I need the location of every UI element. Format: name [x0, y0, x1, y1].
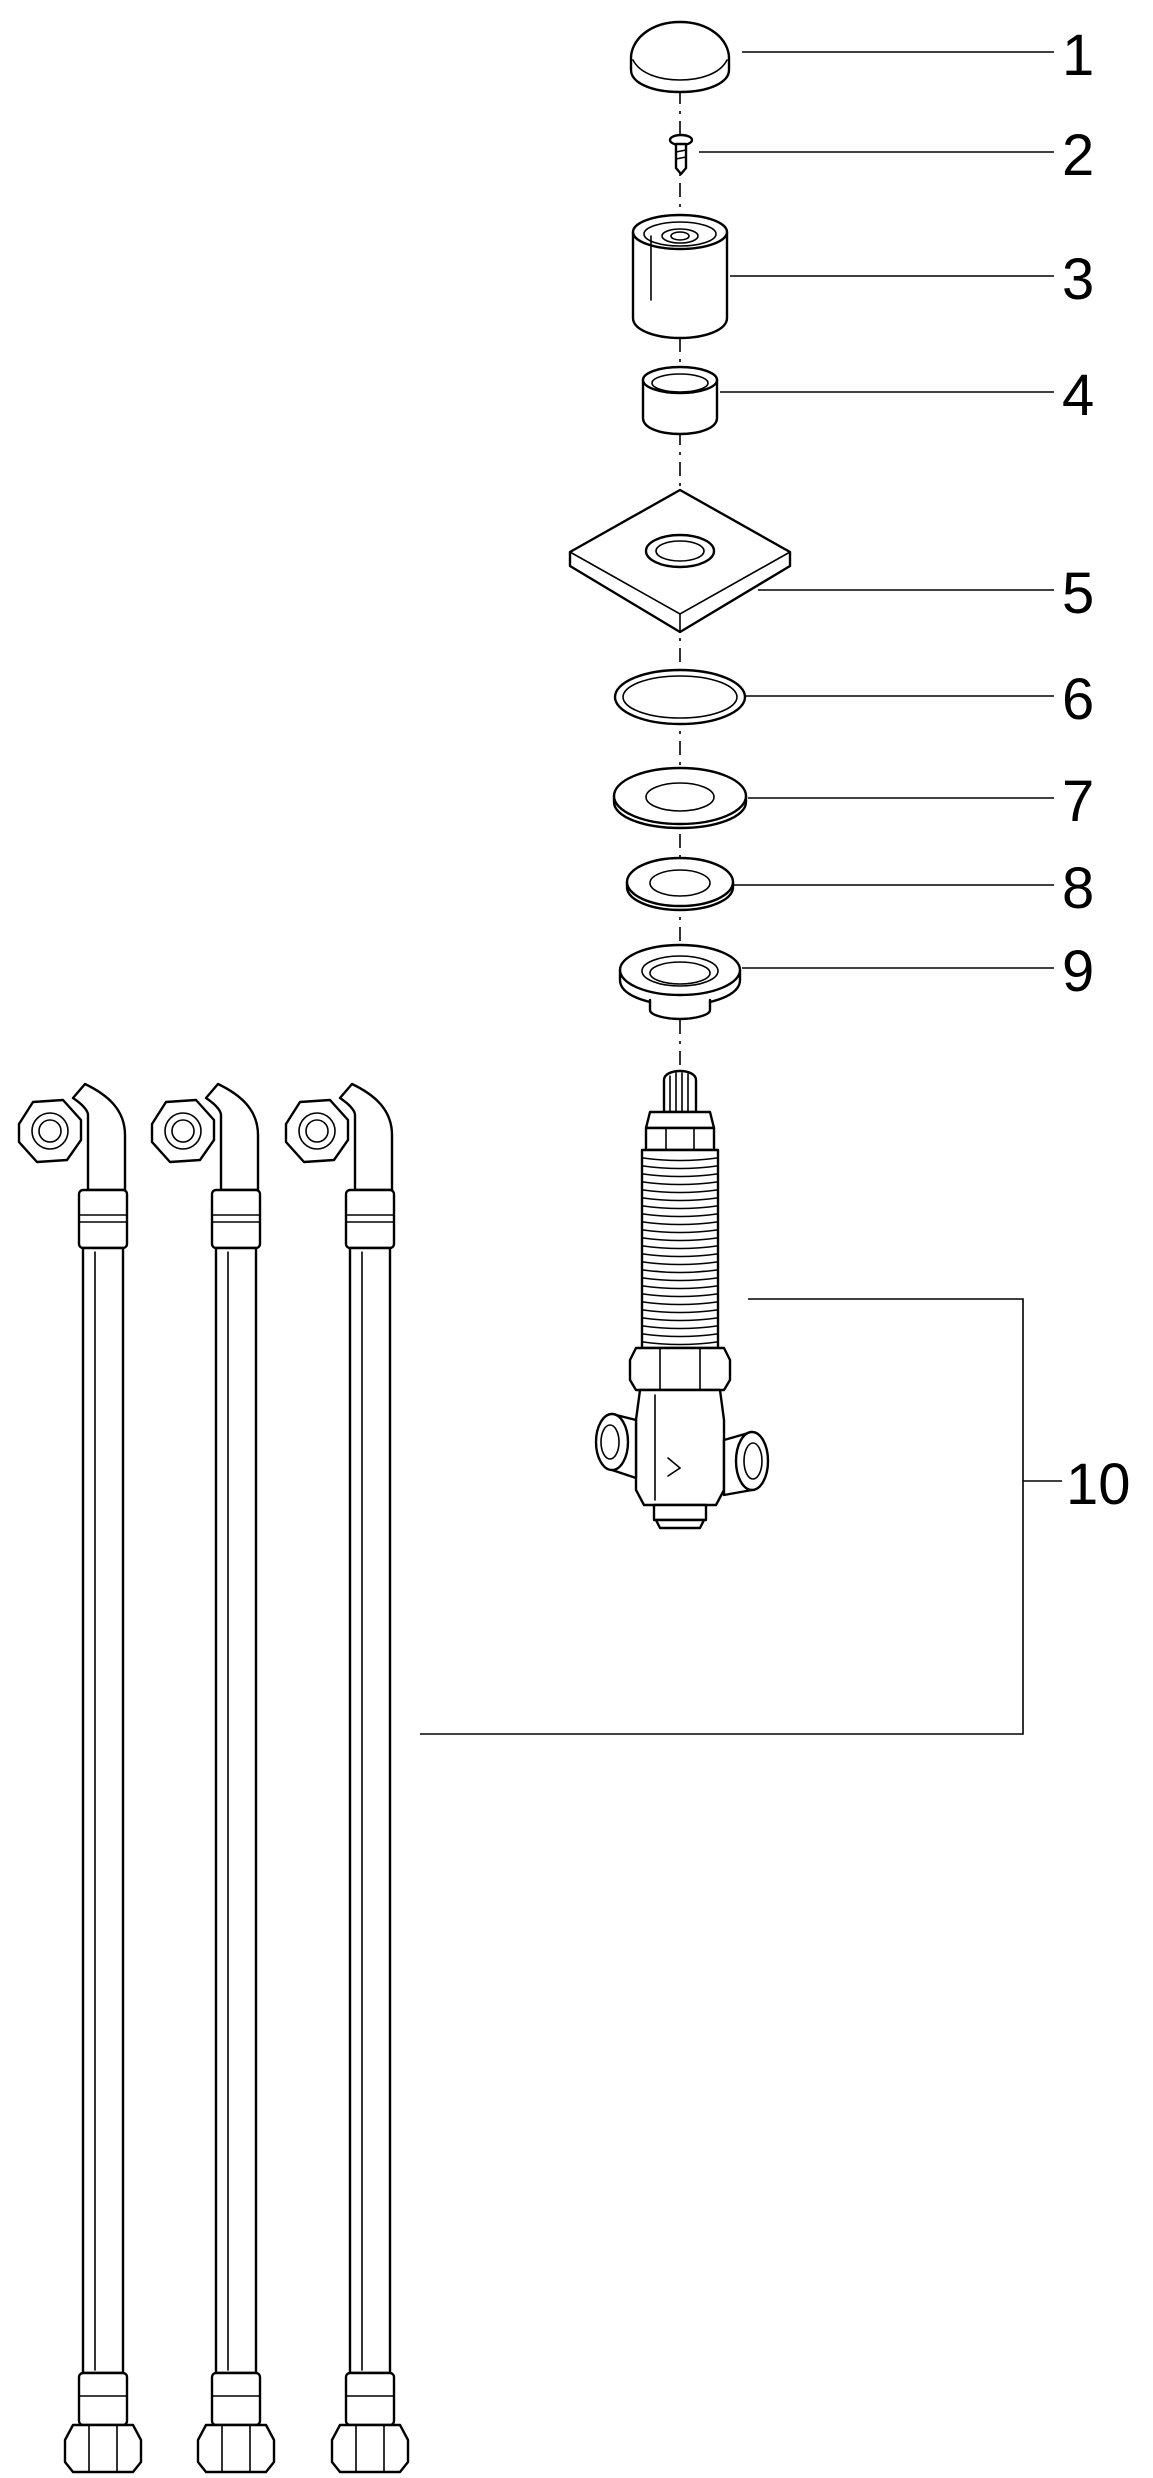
- callout-9: 9: [1062, 939, 1094, 1004]
- callout-5: 5: [1062, 561, 1094, 626]
- callout-7: 7: [1062, 769, 1094, 834]
- callout-4: 4: [1062, 363, 1094, 428]
- part-4-sleeve-ring: [641, 365, 719, 436]
- callout-3: 3: [1062, 247, 1094, 312]
- part-10-valve-body: [594, 1069, 770, 1530]
- part-3-handle-sleeve: [631, 213, 729, 340]
- part-9-flange-nut: [618, 943, 742, 1021]
- callout-1: 1: [1062, 23, 1094, 88]
- part-5-square-rosette: [568, 488, 792, 634]
- hose-1: [17, 1082, 143, 2474]
- connection-hoses: [17, 1082, 410, 2474]
- hose-3: [284, 1082, 410, 2474]
- part-2-screw: [668, 133, 694, 176]
- callout-10: 10: [1066, 1452, 1131, 1517]
- part-8-washer: [625, 856, 735, 912]
- callout-2: 2: [1062, 123, 1094, 188]
- callout-8: 8: [1062, 856, 1094, 921]
- part-7-flat-washer: [612, 766, 748, 830]
- part-1-cap: [629, 20, 731, 94]
- leader-lines: [420, 51, 1062, 1735]
- callout-6: 6: [1062, 667, 1094, 732]
- hose-2: [150, 1082, 276, 2474]
- threaded-shank: [642, 1157, 718, 1346]
- part-6-o-ring: [613, 668, 747, 726]
